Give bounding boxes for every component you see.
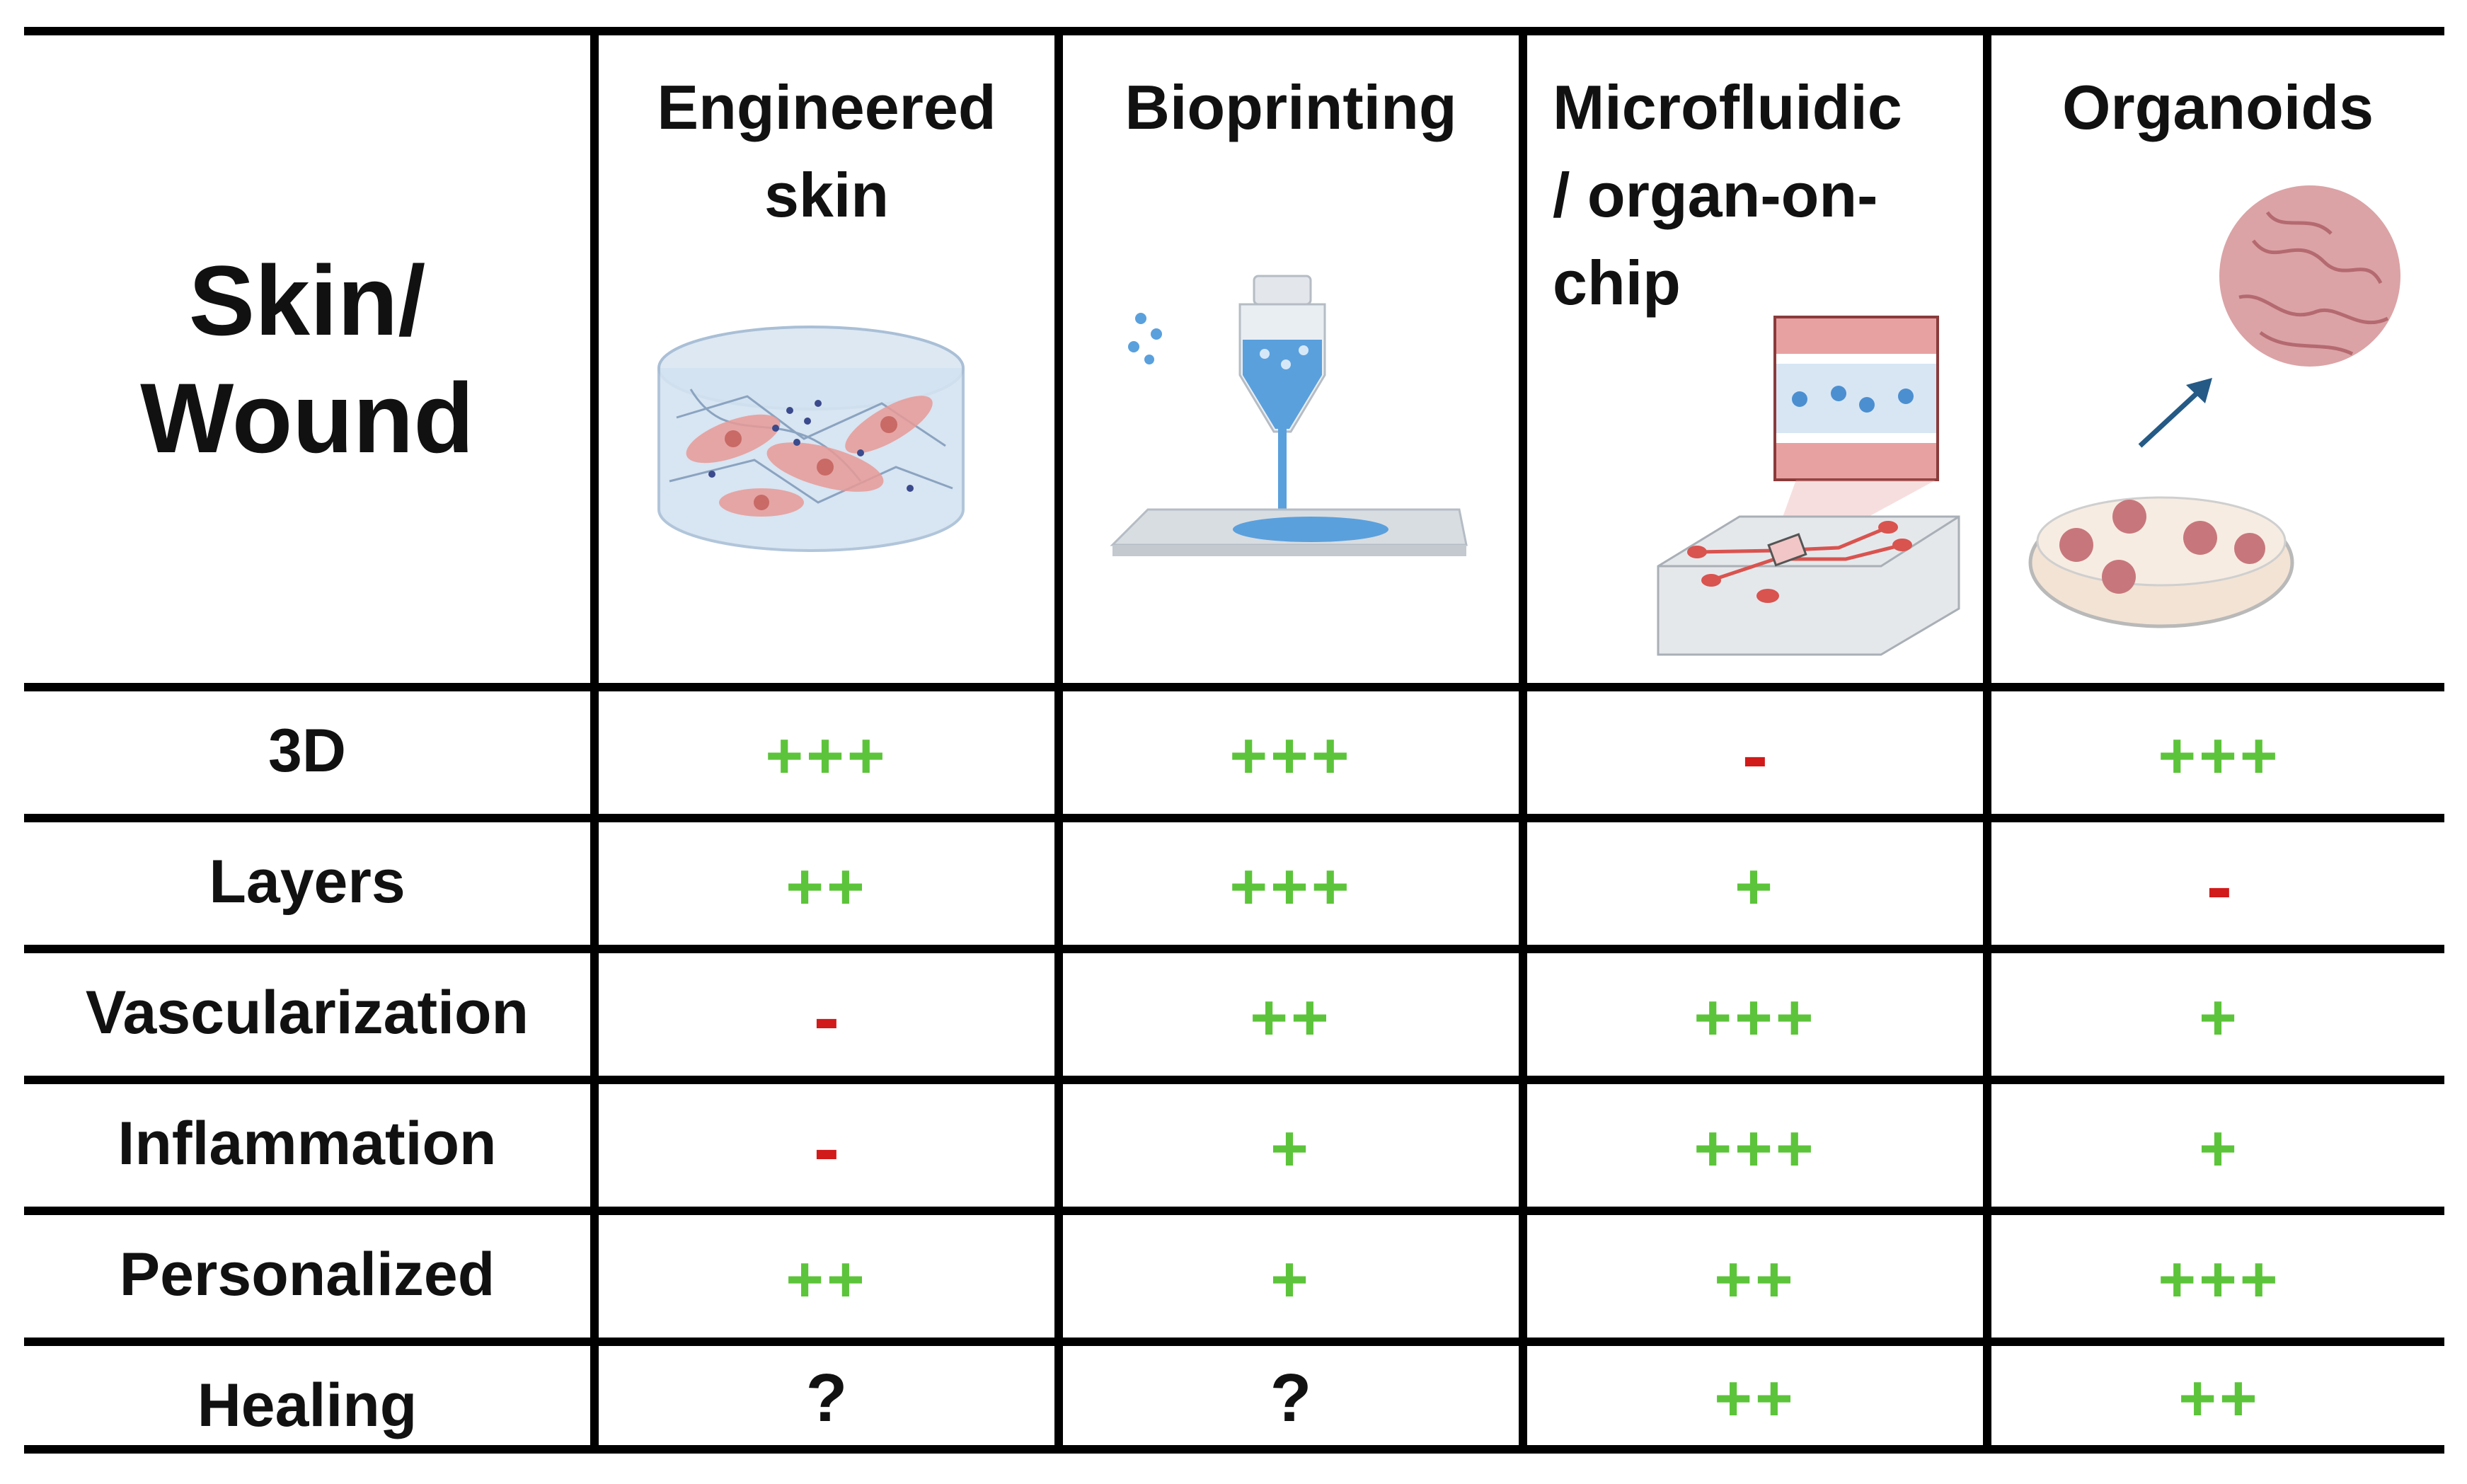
bioprinting-illustration [1110,275,1468,556]
row-divider [24,1207,2444,1215]
comparison-table: Skin/ Wound Engineered skin Bioprinting [24,27,2444,1454]
row-label-personalized: Personalized [119,1241,495,1308]
rating-cell: ++ [1250,981,1332,1054]
table-border-bottom [24,1445,2444,1454]
rating-cell: +++ [1229,719,1352,792]
row-divider [24,1076,2444,1084]
column-title: Microfluidic / organ-on- chip [1553,72,1902,318]
rating-cell: - [1742,711,1769,799]
rating-cell: ++ [786,850,868,923]
rating-cell: +++ [1229,850,1352,923]
column-divider [1519,27,1527,1454]
rating-cell: - [813,1104,840,1192]
table-border-top [24,27,2444,35]
header-divider [24,683,2444,691]
column-divider [1054,27,1063,1454]
column-header-organ-on-chip: Microfluidic / organ-on- chip [1527,35,1983,683]
column-header-organoids: Organoids [1991,35,2444,683]
organ-on-chip-illustration [1657,316,1960,656]
rating-cell: + [2199,981,2240,1054]
rating-cell: - [2206,842,2233,930]
row-divider [24,814,2444,822]
column-title: Bioprinting [1125,72,1457,142]
table-title-text: Skin/ Wound [140,245,474,473]
organoids-illustration [2028,185,2400,628]
row-label-vascularization: Vascularization [85,979,529,1047]
rating-cell: + [1270,1112,1311,1185]
engineered-skin-illustration [657,326,965,552]
row-divider [24,945,2444,953]
row-label-layers: Layers [209,848,406,916]
column-divider [590,27,599,1454]
rating-cell: ++ [1714,1243,1796,1316]
column-title: Organoids [2061,72,2374,142]
row-divider [24,1338,2444,1346]
column-divider [1983,27,1991,1454]
rating-cell: + [1270,1243,1311,1316]
rating-cell: ++ [1714,1362,1796,1434]
rating-cell: +++ [1693,981,1817,1054]
rating-cell: ++ [2178,1362,2260,1434]
column-header-bioprinting: Bioprinting [1063,35,1519,683]
row-label-inflammation: Inflammation [117,1110,497,1178]
row-label-healing: Healing [197,1371,418,1439]
rating-cell: + [1735,850,1776,923]
table-title: Skin/ Wound [24,35,590,683]
rating-cell: ? [1270,1360,1312,1436]
row-label-3d: 3D [268,717,346,785]
rating-cell: + [2199,1112,2240,1185]
column-title: Engineered skin [657,72,996,230]
rating-cell: ++ [786,1243,868,1316]
rating-cell: +++ [2158,719,2281,792]
rating-cell: +++ [1693,1112,1817,1185]
rating-cell: ? [805,1360,848,1436]
column-header-engineered-skin: Engineered skin [599,35,1054,683]
rating-cell: +++ [2158,1243,2281,1316]
rating-cell: - [813,973,840,1061]
rating-cell: +++ [765,719,888,792]
